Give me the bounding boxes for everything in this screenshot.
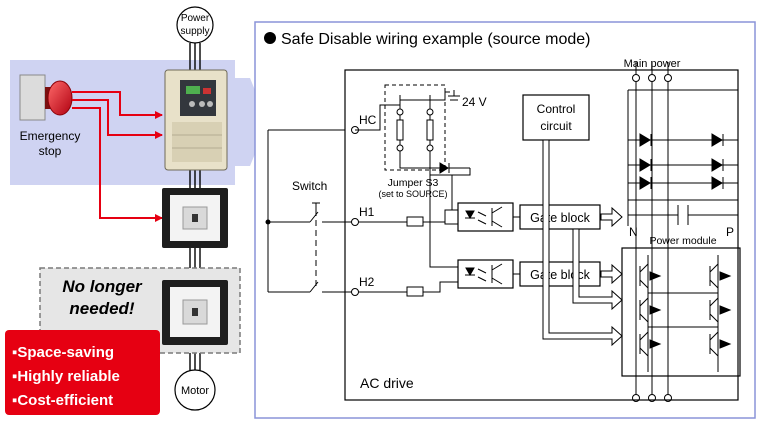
- igbt-inverter: [639, 255, 732, 372]
- emergency-stop-label-2: stop: [39, 144, 62, 158]
- ac-drive-box: [344, 69, 739, 401]
- jumper-s3-box: [384, 84, 446, 171]
- emergency-stop-button-icon: [19, 74, 73, 121]
- signal-arrows: [542, 139, 623, 347]
- power-supply-label-1: Power: [181, 13, 210, 24]
- gate-block-1-box: [519, 204, 601, 230]
- power-module-box: [621, 247, 741, 377]
- switch-label: Switch: [292, 179, 327, 193]
- power-module-label: Power module: [649, 235, 716, 247]
- contactor-2-icon: [162, 280, 228, 345]
- p-label: P: [726, 225, 734, 239]
- red-wires: [72, 91, 163, 222]
- voltage-label: 24 V: [462, 95, 487, 109]
- h1-terminal: [351, 218, 359, 226]
- jumper-label: Jumper S3: [388, 177, 439, 189]
- benefit-item-1: ▪Space-saving: [12, 344, 114, 361]
- control-circuit-box: [522, 94, 590, 141]
- no-longer-needed-label-1: No longer: [62, 277, 143, 296]
- gate-block-1-label: Gate block: [530, 211, 591, 225]
- control-circuit-label-2: circuit: [540, 119, 572, 133]
- no-longer-needed-label-2: needed!: [69, 299, 135, 318]
- emergency-stop-label-1: Emergency: [20, 129, 81, 143]
- benefit-item-2: ▪Highly reliable: [12, 368, 120, 385]
- jumper-s3-pins: [355, 90, 471, 176]
- jumper-note: (set to SOURCE): [378, 189, 447, 199]
- ac-drive-label: AC drive: [360, 375, 414, 391]
- h2-terminal: [351, 288, 359, 296]
- motor-circle: [174, 369, 216, 411]
- motor-label: Motor: [181, 385, 209, 397]
- n-label: N: [629, 225, 638, 239]
- title-bullet-icon: [264, 32, 276, 44]
- benefits-box: [5, 330, 160, 415]
- benefit-item-3: ▪Cost-efficient: [12, 392, 113, 409]
- gate-block-2-label: Gate block: [530, 268, 591, 282]
- power-supply-label-2: supply: [181, 26, 210, 37]
- hc-label: HC: [359, 113, 377, 127]
- flow-arrow: [235, 78, 268, 166]
- gate-block-2-box: [519, 261, 601, 287]
- wiring-diagram: Safe Disable wiring example (source mode…: [254, 21, 756, 419]
- rectifier-bridge: [627, 89, 739, 226]
- diagram-title: Safe Disable wiring example (source mode…: [281, 31, 590, 48]
- optocoupler-1-icon: [457, 202, 520, 232]
- h2-label: H2: [359, 275, 375, 289]
- ac-drive-device-icon: [164, 69, 228, 171]
- junction-dot-1: [265, 219, 271, 225]
- left-panel: Power supply Emergency stop: [5, 6, 268, 415]
- main-power-lines: [632, 62, 672, 402]
- optocoupler-2-icon: [457, 259, 520, 289]
- h1-label: H1: [359, 205, 375, 219]
- contactor-1-icon: [162, 188, 228, 248]
- control-circuit-label-1: Control: [537, 102, 576, 116]
